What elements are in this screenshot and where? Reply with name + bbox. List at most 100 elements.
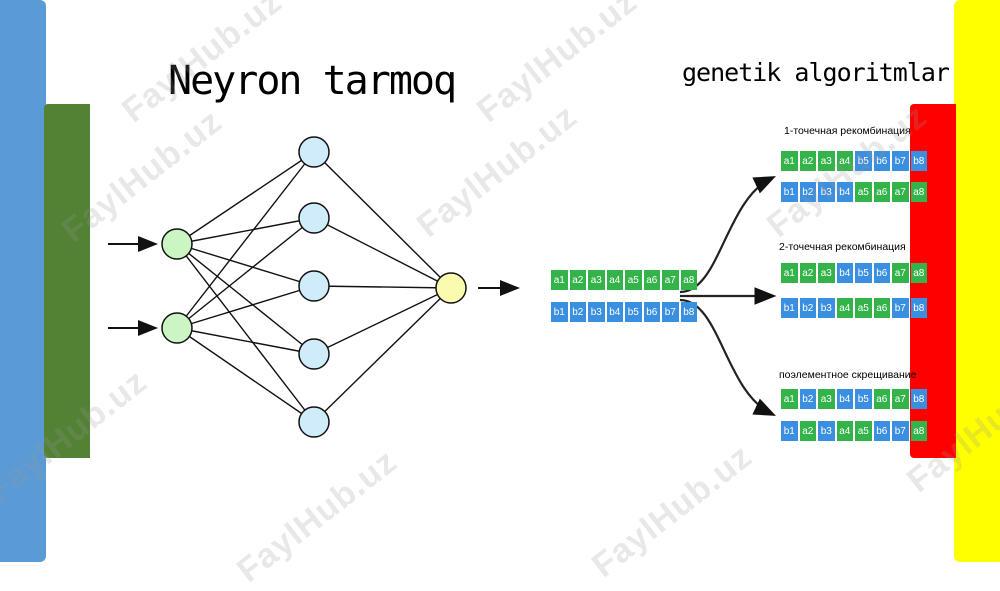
gene-cell: a3 xyxy=(818,389,835,409)
gene-cell: a4 xyxy=(606,270,623,290)
gene-cell: b2 xyxy=(569,302,586,322)
gene-cell: b3 xyxy=(818,298,835,318)
genetic-algorithms-title: genetik algoritmlar xyxy=(682,58,950,87)
gene-cell: b5 xyxy=(625,302,642,322)
gene-cell: b1 xyxy=(551,302,568,322)
connection-line xyxy=(176,327,315,423)
right-yellow-bar xyxy=(954,0,1000,562)
gene-cell: a8 xyxy=(680,270,697,290)
connection-line xyxy=(176,243,315,355)
gene-cell: a6 xyxy=(873,389,890,409)
left-green-bar xyxy=(44,104,90,458)
gene-cell: a8 xyxy=(910,182,927,202)
connection-line xyxy=(176,217,315,245)
gene-cell: b6 xyxy=(873,421,890,441)
gene-cell: a4 xyxy=(836,421,853,441)
hidden-node xyxy=(298,136,330,168)
gene-cell: a1 xyxy=(551,270,568,290)
gene-cell: a3 xyxy=(818,263,835,283)
gene-cell: a5 xyxy=(625,270,642,290)
recombination-label: 1-точечная рекомбинация xyxy=(784,125,911,137)
gene-cell: b8 xyxy=(680,302,697,322)
gene-cell: b8 xyxy=(910,151,927,171)
connection-line xyxy=(176,243,315,287)
connection-line xyxy=(176,327,315,355)
neural-network-title: Neyron tarmoq xyxy=(168,58,457,104)
gene-cell: b6 xyxy=(873,263,890,283)
gene-cell: a8 xyxy=(910,421,927,441)
hidden-node xyxy=(298,406,330,438)
gene-cell: b8 xyxy=(910,389,927,409)
gene-cell: a5 xyxy=(855,182,872,202)
gene-cell: b1 xyxy=(781,298,798,318)
gene-cell: a2 xyxy=(799,263,816,283)
gene-cell: a6 xyxy=(643,270,660,290)
connection-line xyxy=(176,151,315,245)
gene-cell: b4 xyxy=(836,182,853,202)
gene-cell: a1 xyxy=(781,151,798,171)
gene-cell: b2 xyxy=(799,389,816,409)
hidden-node xyxy=(298,338,330,370)
gene-cell: a5 xyxy=(855,298,872,318)
gene-cell: b7 xyxy=(892,421,909,441)
gene-cell: b4 xyxy=(836,389,853,409)
gene-cell: b2 xyxy=(799,182,816,202)
gene-cell: b5 xyxy=(855,263,872,283)
connection-line xyxy=(313,151,452,289)
crossover-arrows xyxy=(679,176,777,416)
gene-cell: a5 xyxy=(855,421,872,441)
hidden-node xyxy=(298,270,330,302)
connection-line xyxy=(313,285,452,289)
gene-cell: b3 xyxy=(818,182,835,202)
gene-cell: a1 xyxy=(781,263,798,283)
gene-cell: b4 xyxy=(836,263,853,283)
connection-line xyxy=(313,287,452,423)
gene-cell: b4 xyxy=(606,302,623,322)
gene-cell: b2 xyxy=(799,298,816,318)
input-node xyxy=(161,228,193,260)
connection-line xyxy=(176,243,315,423)
gene-cell: a8 xyxy=(910,263,927,283)
gene-cell: b1 xyxy=(781,421,798,441)
gene-cell: b1 xyxy=(781,182,798,202)
gene-cell: a3 xyxy=(818,151,835,171)
recombination-label: поэлементное скрещивание xyxy=(779,369,917,381)
gene-cell: a7 xyxy=(892,389,909,409)
gene-cell: a7 xyxy=(892,182,909,202)
recombination-label: 2-точечная рекомбинация xyxy=(779,241,906,253)
gene-cell: a7 xyxy=(892,263,909,283)
hidden-node xyxy=(298,202,330,234)
gene-cell: a2 xyxy=(799,151,816,171)
input-node xyxy=(161,312,193,344)
gene-cell: b8 xyxy=(910,298,927,318)
gene-cell: a1 xyxy=(781,389,798,409)
gene-cell: b5 xyxy=(855,151,872,171)
gene-cell: a7 xyxy=(662,270,679,290)
gene-cell: b5 xyxy=(855,389,872,409)
gene-cell: b7 xyxy=(662,302,679,322)
connection-line xyxy=(313,217,452,289)
gene-cell: a3 xyxy=(588,270,605,290)
network-arrows xyxy=(108,236,520,336)
gene-cell: b6 xyxy=(643,302,660,322)
gene-cell: a2 xyxy=(569,270,586,290)
gene-cell: b6 xyxy=(873,151,890,171)
connection-line xyxy=(176,285,315,329)
gene-cell: a6 xyxy=(873,298,890,318)
gene-cell: b3 xyxy=(818,421,835,441)
gene-cell: a6 xyxy=(873,182,890,202)
connection-line xyxy=(176,217,315,329)
connection-line xyxy=(176,151,315,329)
gene-cell: a2 xyxy=(799,421,816,441)
network-nodes xyxy=(161,136,467,438)
gene-cell: a4 xyxy=(836,298,853,318)
left-blue-bar xyxy=(0,0,46,562)
